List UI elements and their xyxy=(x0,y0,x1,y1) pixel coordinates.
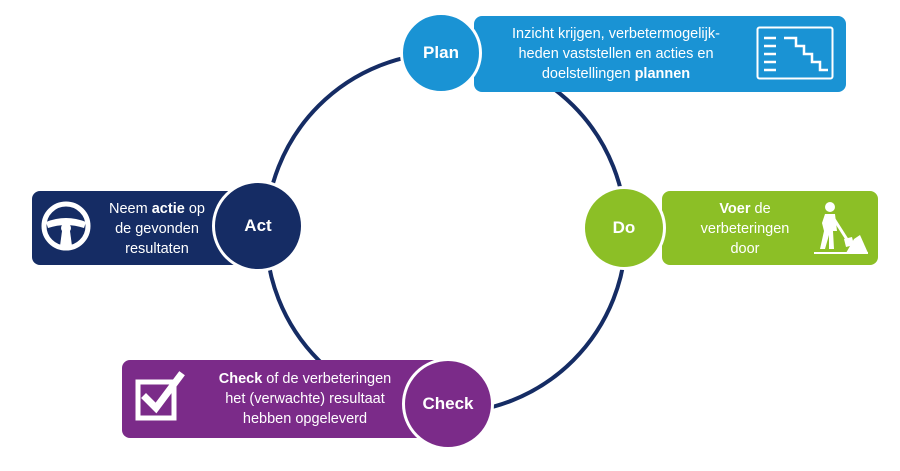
act-description-box: Neem actie op de gevonden resultaten xyxy=(32,191,252,265)
steering-wheel-icon xyxy=(40,200,92,258)
do-description-box: Voer de verbeteringen door xyxy=(662,191,878,265)
process-steps-icon xyxy=(756,26,834,86)
do-circle: Do xyxy=(582,186,666,270)
plan-label: Plan xyxy=(423,43,459,62)
check-label: Check xyxy=(422,394,474,413)
act-label: Act xyxy=(244,216,272,235)
do-label: Do xyxy=(612,218,636,237)
check-circle: Check xyxy=(402,358,494,450)
act-circle: Act xyxy=(212,180,304,272)
checkbox-checked-icon xyxy=(134,370,188,430)
plan-description-box: Inzicht krijgen, verbetermogelijk- heden… xyxy=(474,16,846,92)
worker-shovel-icon xyxy=(810,199,870,263)
do-description: Voer de verbeteringen door xyxy=(700,201,790,257)
plan-circle: Plan xyxy=(400,12,482,94)
check-description: Check of de verbeteringen het (verwachte… xyxy=(218,371,392,427)
act-description: Neem actie op de gevonden resultaten xyxy=(109,201,205,257)
plan-description: Inzicht krijgen, verbetermogelijk- heden… xyxy=(512,26,720,82)
check-description-box: Check of de verbeteringen het (verwachte… xyxy=(122,360,440,438)
